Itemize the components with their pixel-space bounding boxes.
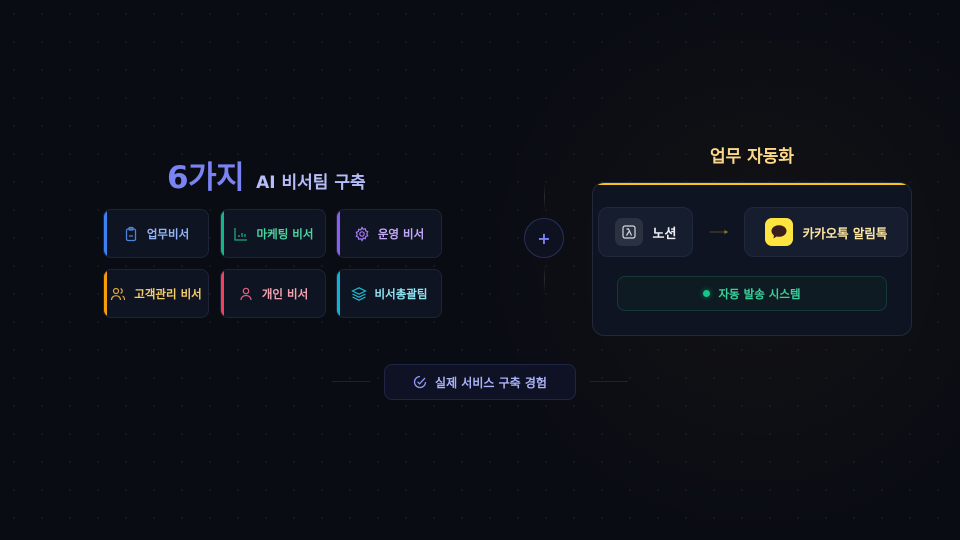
plus-icon: + <box>537 228 551 248</box>
card-label: 고객관리 비서 <box>134 286 202 301</box>
heading-count: 6가지 <box>167 160 245 196</box>
automation-panel: 노션 카카오톡 알림톡 자동 발송 시스템 <box>592 182 912 336</box>
kakaotalk-icon <box>764 218 793 246</box>
connector-line-bottom <box>544 266 545 292</box>
card-label: 비서총괄팀 <box>374 286 428 301</box>
card-label: 업무비서 <box>146 226 190 241</box>
heading-subtitle: AI 비서팀 구축 <box>256 173 366 193</box>
clipboard-icon <box>123 226 139 242</box>
users-icon <box>110 286 126 302</box>
connector-line-top <box>544 184 545 210</box>
status-label: 자동 발송 시스템 <box>718 286 801 301</box>
card-operations-assistant[interactable]: 운영 비서 <box>336 209 442 258</box>
bar-chart-icon <box>233 226 249 242</box>
card-work-assistant[interactable]: 업무비서 <box>103 209 209 258</box>
notion-label: 노션 <box>652 226 677 242</box>
notion-icon <box>614 218 643 246</box>
experience-badge: 실제 서비스 구축 경험 <box>384 364 576 400</box>
card-label: 개인 비서 <box>261 286 309 301</box>
card-personal-assistant[interactable]: 개인 비서 <box>220 269 326 318</box>
layers-icon <box>350 286 367 302</box>
arrow-right-icon <box>709 230 729 234</box>
notion-node[interactable]: 노션 <box>598 207 693 257</box>
user-icon <box>238 286 254 302</box>
badge-label: 실제 서비스 구축 경험 <box>435 375 547 390</box>
card-label: 운영 비서 <box>377 226 425 241</box>
card-marketing-assistant[interactable]: 마케팅 비서 <box>220 209 326 258</box>
badge-divider-right <box>590 381 628 382</box>
plus-connector: + <box>524 218 564 258</box>
gear-icon <box>354 225 370 242</box>
auto-send-status: 자동 발송 시스템 <box>617 276 887 311</box>
card-assistant-team-lead[interactable]: 비서총괄팀 <box>336 269 442 318</box>
kakaotalk-label: 카카오톡 알림톡 <box>802 225 888 241</box>
badge-divider-left <box>332 381 370 382</box>
kakaotalk-node[interactable]: 카카오톡 알림톡 <box>744 207 908 257</box>
card-label: 마케팅 비서 <box>256 226 314 241</box>
card-customer-assistant[interactable]: 고객관리 비서 <box>103 269 209 318</box>
automation-title: 업무 자동화 <box>709 147 795 167</box>
status-dot-icon <box>703 290 711 297</box>
check-circle-icon <box>413 375 427 389</box>
left-section-heading: 6가지 AI 비서팀 구축 <box>167 152 366 197</box>
